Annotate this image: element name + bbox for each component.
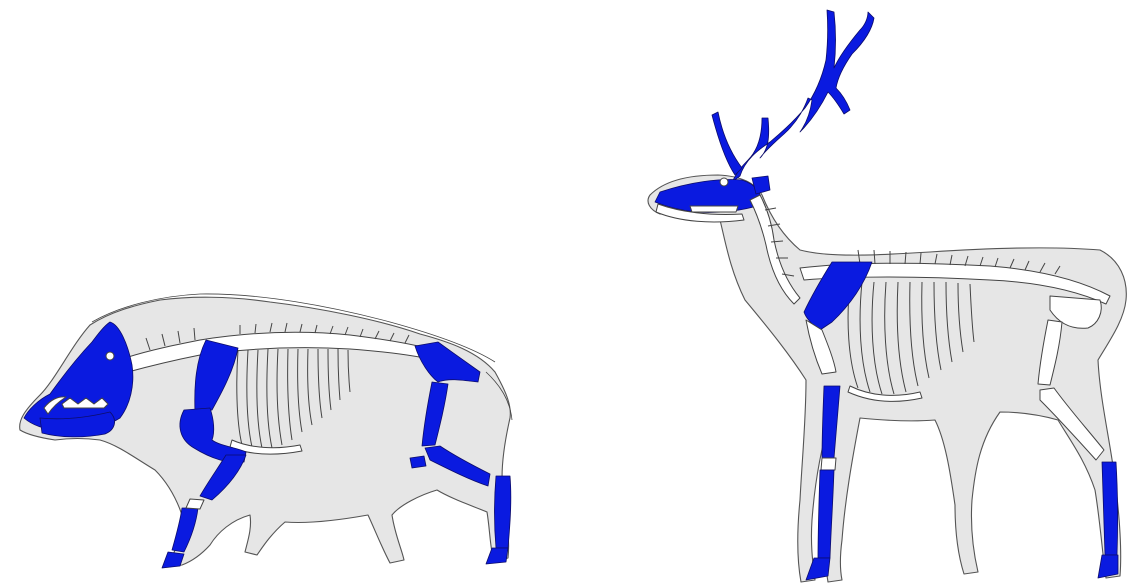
deer-brow-tine-highlight <box>712 112 742 175</box>
deer-teeth <box>690 206 738 212</box>
boar-skull-highlight <box>24 322 133 430</box>
boar-patella-highlight <box>410 456 426 468</box>
boar-orbit <box>106 352 114 360</box>
deer-hind-phalanges-highlight <box>1098 555 1118 578</box>
boar-teeth <box>62 398 108 408</box>
boar-illustration <box>20 294 512 568</box>
boar-metatarsal-highlight <box>495 476 511 548</box>
deer-orbit <box>720 178 728 186</box>
deer-antlers-highlight <box>732 10 874 182</box>
boar-hind-phalanges-highlight <box>486 548 508 564</box>
deer-fore-carpal <box>821 458 836 470</box>
deer-body-silhouette <box>648 175 1126 582</box>
deer-metatarsal-highlight <box>1102 462 1118 555</box>
deer-illustration <box>648 10 1126 582</box>
